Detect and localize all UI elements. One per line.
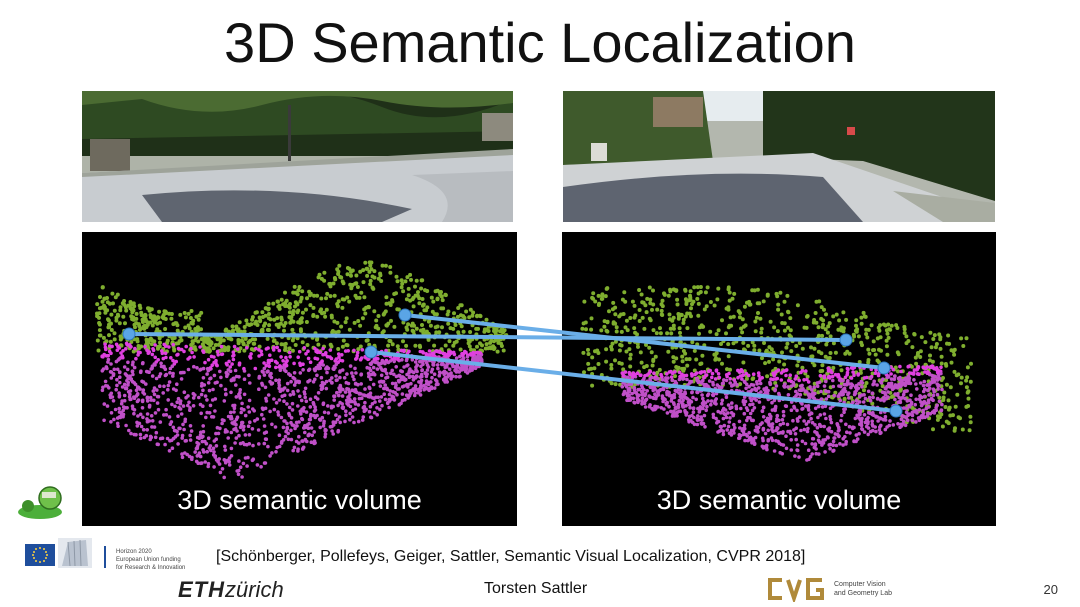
street-photo-left	[82, 91, 513, 222]
horizon-divider	[104, 546, 106, 568]
panel-caption-left: 3D semantic volume	[177, 485, 422, 515]
eu-flag-icon	[25, 544, 55, 566]
cvg-logo-icon	[768, 578, 824, 602]
author-name: Torsten Sattler	[484, 580, 588, 597]
cvg-line-1: Computer Vision	[834, 581, 886, 588]
cvg-lab-label: Computer Vision and Geometry Lab	[834, 580, 892, 598]
cvg-line-2: and Geometry Lab	[834, 590, 892, 597]
horizon-line-2: European Union funding	[116, 557, 181, 563]
horizon-line-3: for Research & Innovation	[116, 565, 186, 571]
horizon-2020-label: Horizon 2020 European Union funding for …	[116, 548, 185, 572]
eth-logo-bold: ETH	[178, 577, 225, 602]
eth-logo-italic: zürich	[225, 577, 284, 602]
point-cloud-left	[95, 260, 509, 480]
eth-zurich-logo: ETHzürich	[178, 577, 284, 603]
semantic-volume-right: 3D semantic volume	[562, 232, 996, 526]
citation: [Schönberger, Pollefeys, Geiger, Sattler…	[216, 548, 806, 565]
horizon-line-1: Horizon 2020	[116, 549, 152, 555]
eu-building-icon	[58, 538, 92, 568]
semantic-volume-left: 3D semantic volume	[82, 232, 517, 526]
point-cloud-right	[580, 285, 973, 462]
panel-caption-right: 3D semantic volume	[656, 485, 902, 515]
page-number: 20	[1043, 582, 1058, 597]
project-mascot-logo	[18, 486, 62, 519]
slide-title: 3D Semantic Localization	[224, 11, 856, 74]
street-photo-right	[563, 91, 995, 222]
